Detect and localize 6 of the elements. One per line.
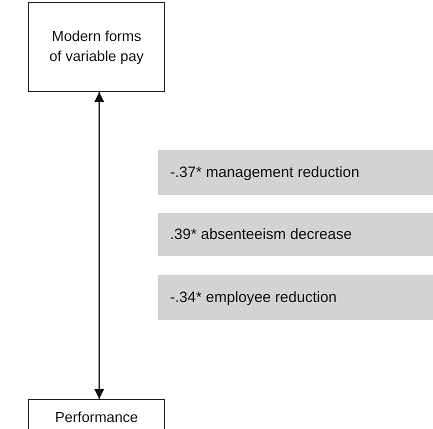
concept-box: Modern forms of variable pay: [28, 2, 165, 92]
correlation-label: -.34* employee reduction: [158, 275, 433, 320]
correlation-label: -.37* management reduction: [158, 150, 433, 195]
correlation-label: .39* absenteeism decrease: [158, 213, 433, 256]
double-arrow: [94, 92, 104, 399]
concept-box: Performance: [28, 399, 165, 429]
